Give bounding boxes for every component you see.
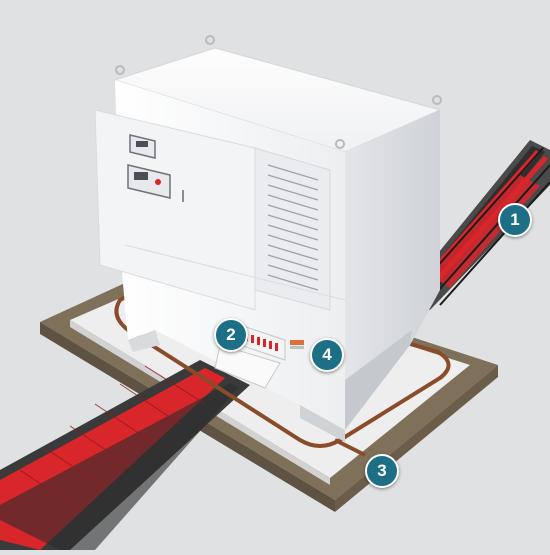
control-cabinet [94,35,442,442]
marker-3[interactable]: 3 [365,454,399,488]
marker-1[interactable]: 1 [498,203,532,237]
warning-label [290,340,304,349]
marker-2[interactable]: 2 [214,318,248,352]
marker-4[interactable]: 4 [310,338,344,372]
front-conveyor [0,360,250,550]
